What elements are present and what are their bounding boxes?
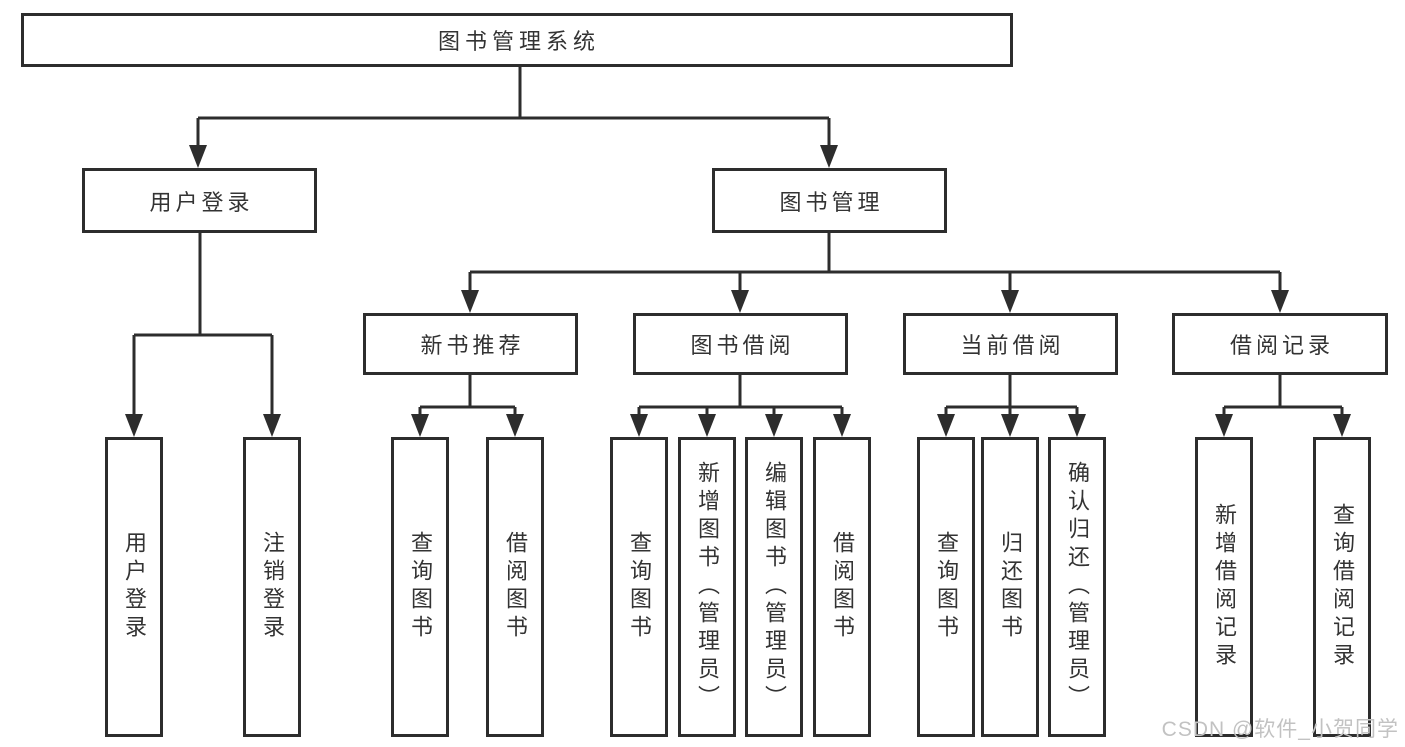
connector-book-mgmt-to-level3 [461, 233, 1289, 313]
arrowhead [125, 414, 143, 437]
leaf-label: 编辑图书（管理员） [762, 461, 787, 713]
arrowhead [1333, 414, 1351, 437]
leaf-query-books-current: 查询图书 [917, 437, 975, 737]
arrowhead [1215, 414, 1233, 437]
leaf-label: 借阅图书 [830, 531, 855, 643]
node-library-management-system: 图书管理系统 [21, 13, 1013, 67]
arrowhead [698, 414, 716, 437]
arrowhead [1001, 290, 1019, 313]
arrowhead [833, 414, 851, 437]
node-new-book-recommend: 新书推荐 [363, 313, 578, 375]
leaf-label: 归还图书 [998, 531, 1023, 643]
node-label: 图书管理系统 [437, 29, 600, 54]
arrowhead [189, 145, 207, 168]
connector-root-to-branches [189, 67, 838, 168]
leaf-label: 新增借阅记录 [1212, 503, 1237, 671]
leaf-label: 查询图书 [934, 531, 959, 643]
node-label: 图书借阅 [690, 333, 795, 358]
leaf-label: 查询图书 [627, 531, 652, 643]
arrowhead [630, 414, 648, 437]
node-label: 新书推荐 [420, 333, 525, 358]
leaf-label: 借阅图书 [503, 531, 528, 643]
leaf-logout: 注销登录 [243, 437, 301, 737]
leaf-label: 确认归还（管理员） [1065, 461, 1090, 713]
node-label: 用户登录 [149, 189, 254, 215]
leaf-label: 查询借阅记录 [1330, 503, 1355, 671]
connector-current-to-leaves [937, 375, 1086, 437]
arrowhead [937, 414, 955, 437]
leaf-query-books-borrowing: 查询图书 [610, 437, 668, 737]
connector-user-login-to-leaves [125, 233, 281, 437]
arrowhead [461, 290, 479, 313]
leaf-borrow-books-recommend: 借阅图书 [486, 437, 544, 737]
arrowhead [506, 414, 524, 437]
connector-borrowing-to-leaves [630, 375, 851, 437]
node-user-login: 用户登录 [82, 168, 317, 233]
arrowhead [820, 145, 838, 168]
leaf-label: 用户登录 [122, 531, 147, 643]
leaf-query-books-recommend: 查询图书 [391, 437, 449, 737]
leaf-return-books: 归还图书 [981, 437, 1039, 737]
node-book-borrowing: 图书借阅 [633, 313, 848, 375]
arrowhead [1271, 290, 1289, 313]
arrowhead [411, 414, 429, 437]
node-borrowing-records: 借阅记录 [1172, 313, 1388, 375]
leaf-label: 新增图书（管理员） [695, 461, 720, 713]
arrowhead [765, 414, 783, 437]
arrowhead [1001, 414, 1019, 437]
leaf-label: 查询图书 [408, 531, 433, 643]
leaf-add-books-admin: 新增图书（管理员） [678, 437, 736, 737]
node-current-borrowing: 当前借阅 [903, 313, 1118, 375]
leaf-query-borrow-record: 查询借阅记录 [1313, 437, 1371, 737]
node-book-management: 图书管理 [712, 168, 947, 233]
leaf-add-borrow-record: 新增借阅记录 [1195, 437, 1253, 737]
node-label: 当前借阅 [960, 333, 1065, 358]
arrowhead [263, 414, 281, 437]
arrowhead [1068, 414, 1086, 437]
connector-records-to-leaves [1215, 375, 1351, 437]
node-label: 借阅记录 [1229, 333, 1334, 358]
leaf-edit-books-admin: 编辑图书（管理员） [745, 437, 803, 737]
leaf-label: 注销登录 [260, 531, 285, 643]
node-label: 图书管理 [779, 189, 884, 215]
leaf-user-login: 用户登录 [105, 437, 163, 737]
arrowhead [731, 290, 749, 313]
leaf-borrow-books: 借阅图书 [813, 437, 871, 737]
connector-new-book-to-leaves [411, 375, 524, 437]
leaf-confirm-return-admin: 确认归还（管理员） [1048, 437, 1106, 737]
csdn-watermark: CSDN @软件_小贺同学 [1161, 718, 1399, 741]
